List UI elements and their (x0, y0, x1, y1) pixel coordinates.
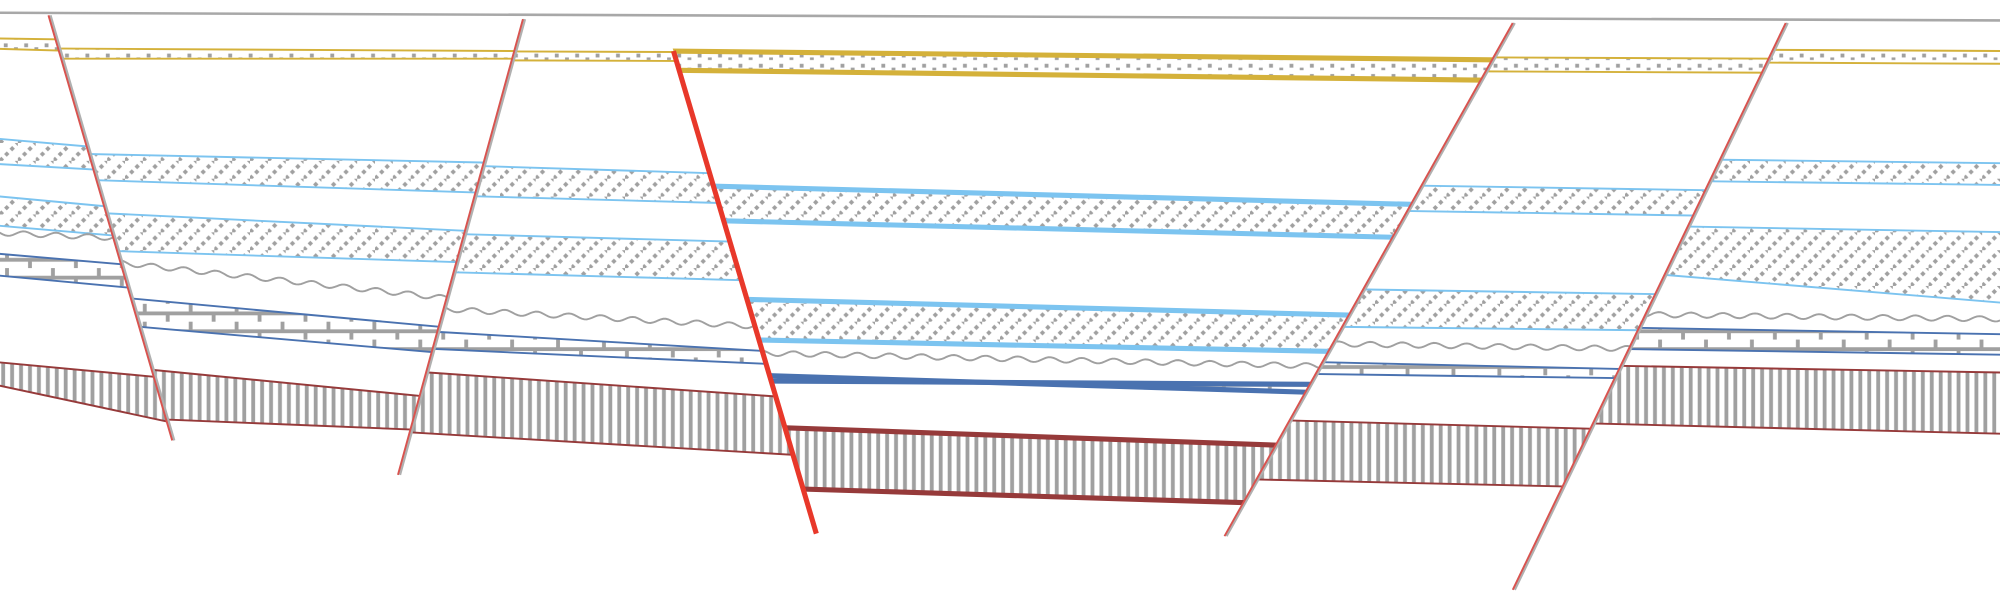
ground-surface (0, 11, 2000, 22)
upper-hatched-layer (658, 183, 1526, 242)
fault-shadow (1513, 22, 1789, 591)
limestone-layer (44, 284, 529, 367)
fault-shadow (1225, 22, 1516, 537)
fault-block-6 (1507, 47, 2000, 437)
sand-layer (658, 50, 1526, 82)
sand-layer-top-boundary (658, 47, 1526, 64)
faults (47, 14, 1789, 591)
fault-line (47, 15, 174, 441)
sand-layer-top-boundary (1507, 47, 2000, 53)
strata (0, 36, 2000, 516)
fault-shadow (398, 18, 527, 476)
fault-line (1511, 22, 1787, 591)
sand-layer-top-boundary (44, 47, 529, 53)
fault-line (1223, 22, 1514, 537)
upper-hatched-layer (44, 151, 529, 197)
fault-line (397, 18, 524, 476)
sand-layer-bottom-boundary (658, 66, 1526, 84)
striped-layer (0, 354, 219, 438)
fault-shadow (49, 14, 176, 441)
limestone-layer (363, 324, 836, 368)
lower-hatched-layer (44, 206, 529, 267)
main-fault-line (671, 50, 819, 535)
